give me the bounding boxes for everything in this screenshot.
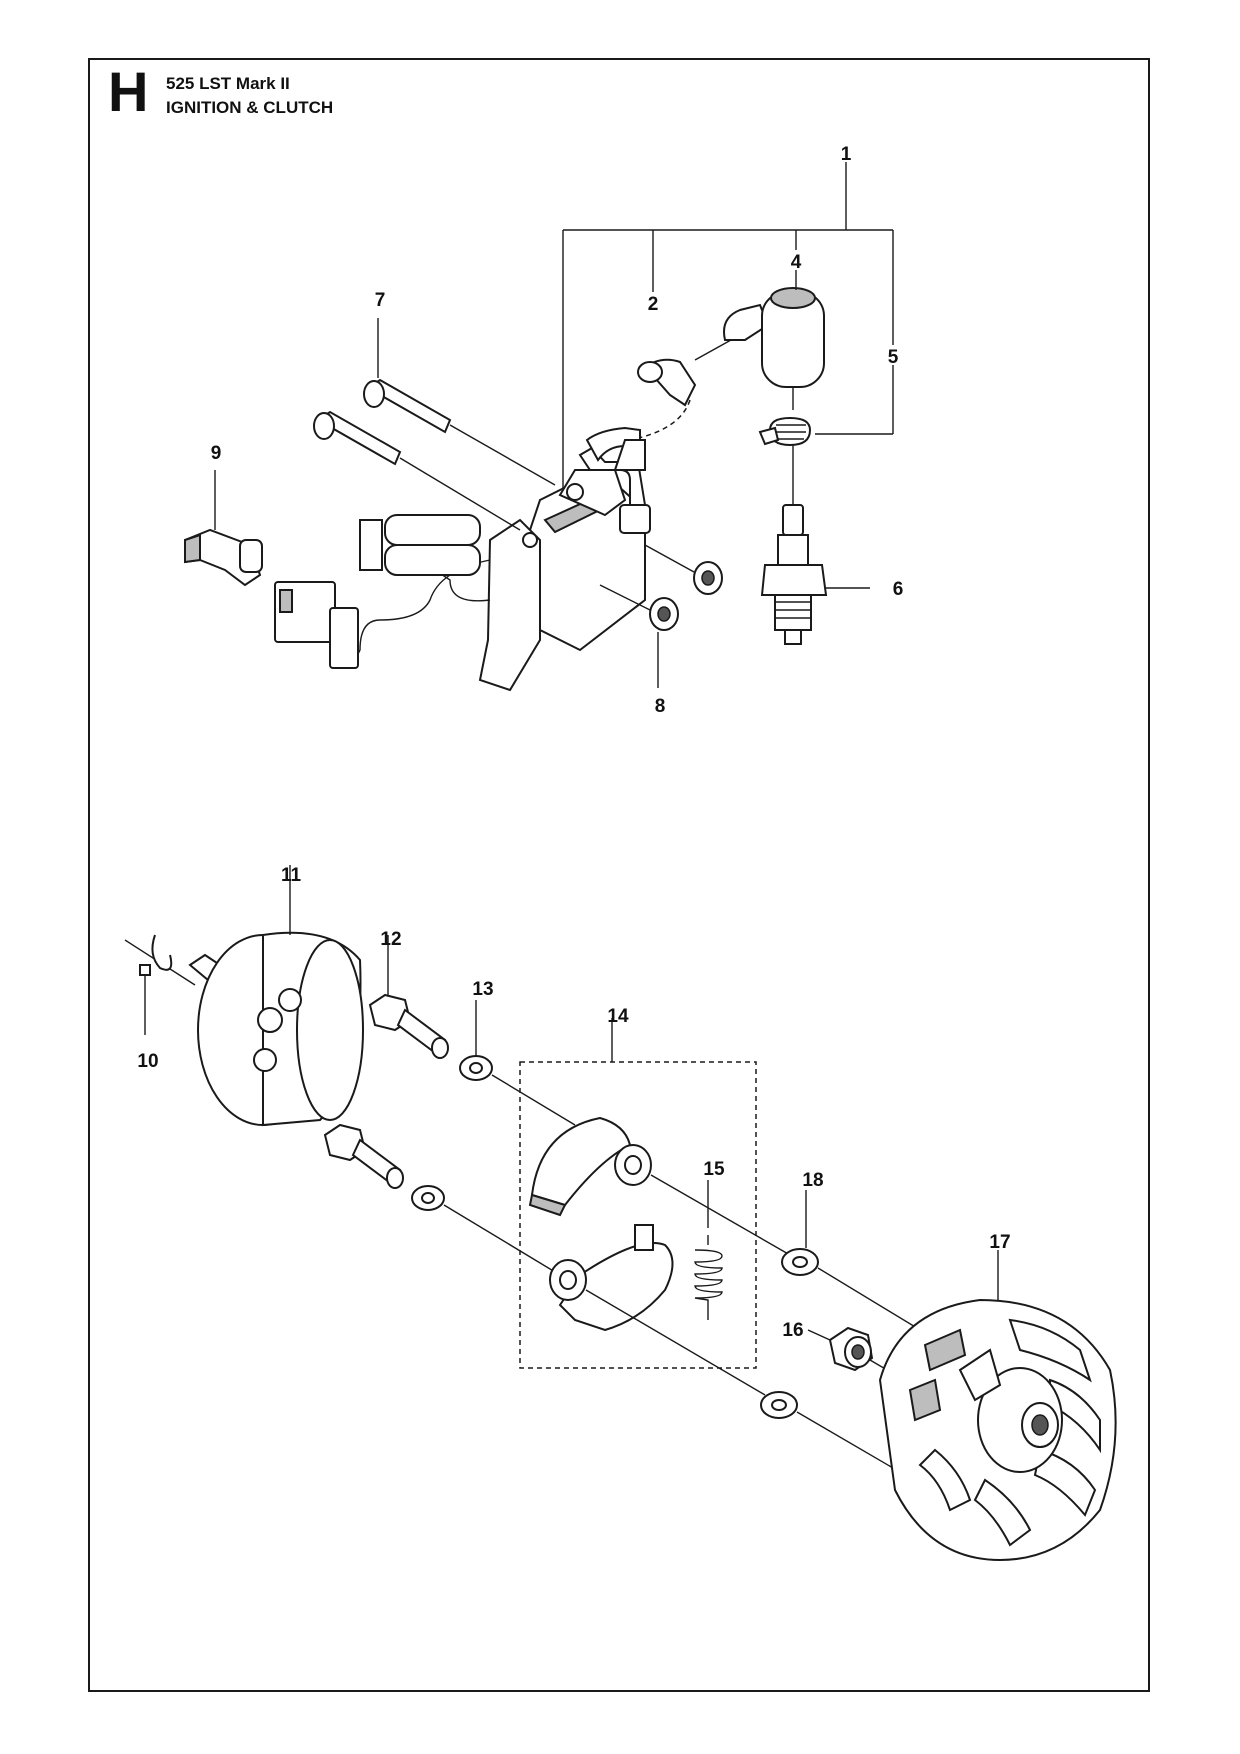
section-letter: H <box>108 60 149 123</box>
callout-9: 9 <box>211 443 222 464</box>
shoulder-bolt-12 <box>323 935 449 1189</box>
spark-plug-6 <box>760 504 870 645</box>
flywheel-17 <box>878 1250 1117 1562</box>
page-frame <box>88 58 1150 1692</box>
callout-1: 1 <box>841 144 852 165</box>
clutch-spring-15 <box>694 1180 723 1320</box>
spacer-8 <box>599 544 723 688</box>
callout-15: 15 <box>703 1159 725 1180</box>
callout-14: 14 <box>607 1006 629 1027</box>
callout-2: 2 <box>648 294 659 315</box>
spring-5 <box>758 416 812 505</box>
callout-4: 4 <box>791 252 802 273</box>
assembly-bracket-1 <box>562 162 894 490</box>
washer-13 <box>411 1000 576 1276</box>
clip-9 <box>184 470 263 587</box>
ignition-module <box>478 446 651 692</box>
retaining-ring-10 <box>139 934 173 1035</box>
callout-6: 6 <box>893 579 904 600</box>
spark-plug-boot-2 <box>599 334 741 446</box>
callout-13: 13 <box>472 979 493 1000</box>
spark-plug-cap-4 <box>723 270 825 410</box>
callout-labels: 1 2 4 5 6 7 8 9 10 11 12 13 14 15 16 17 … <box>137 144 1010 1341</box>
ignition-lead <box>585 426 646 471</box>
callout-16: 16 <box>782 1320 803 1341</box>
clutch-drum-11 <box>124 865 364 1127</box>
callout-7: 7 <box>375 290 386 311</box>
clutch-shoe-kit-14 <box>519 1018 791 1396</box>
callout-12: 12 <box>380 929 401 950</box>
callout-5: 5 <box>888 347 899 368</box>
callout-11: 11 <box>281 865 302 886</box>
callout-17: 17 <box>989 1232 1010 1253</box>
nut-16 <box>807 1326 931 1396</box>
callout-8: 8 <box>655 696 666 717</box>
model-name: 525 LST Mark II <box>166 74 290 93</box>
wiring-harness <box>274 514 491 669</box>
callout-18: 18 <box>802 1170 823 1191</box>
page-title: IGNITION & CLUTCH <box>166 98 334 117</box>
washer-18 <box>760 1190 946 1476</box>
screw-7 <box>313 318 556 531</box>
callout-10: 10 <box>137 1051 158 1072</box>
